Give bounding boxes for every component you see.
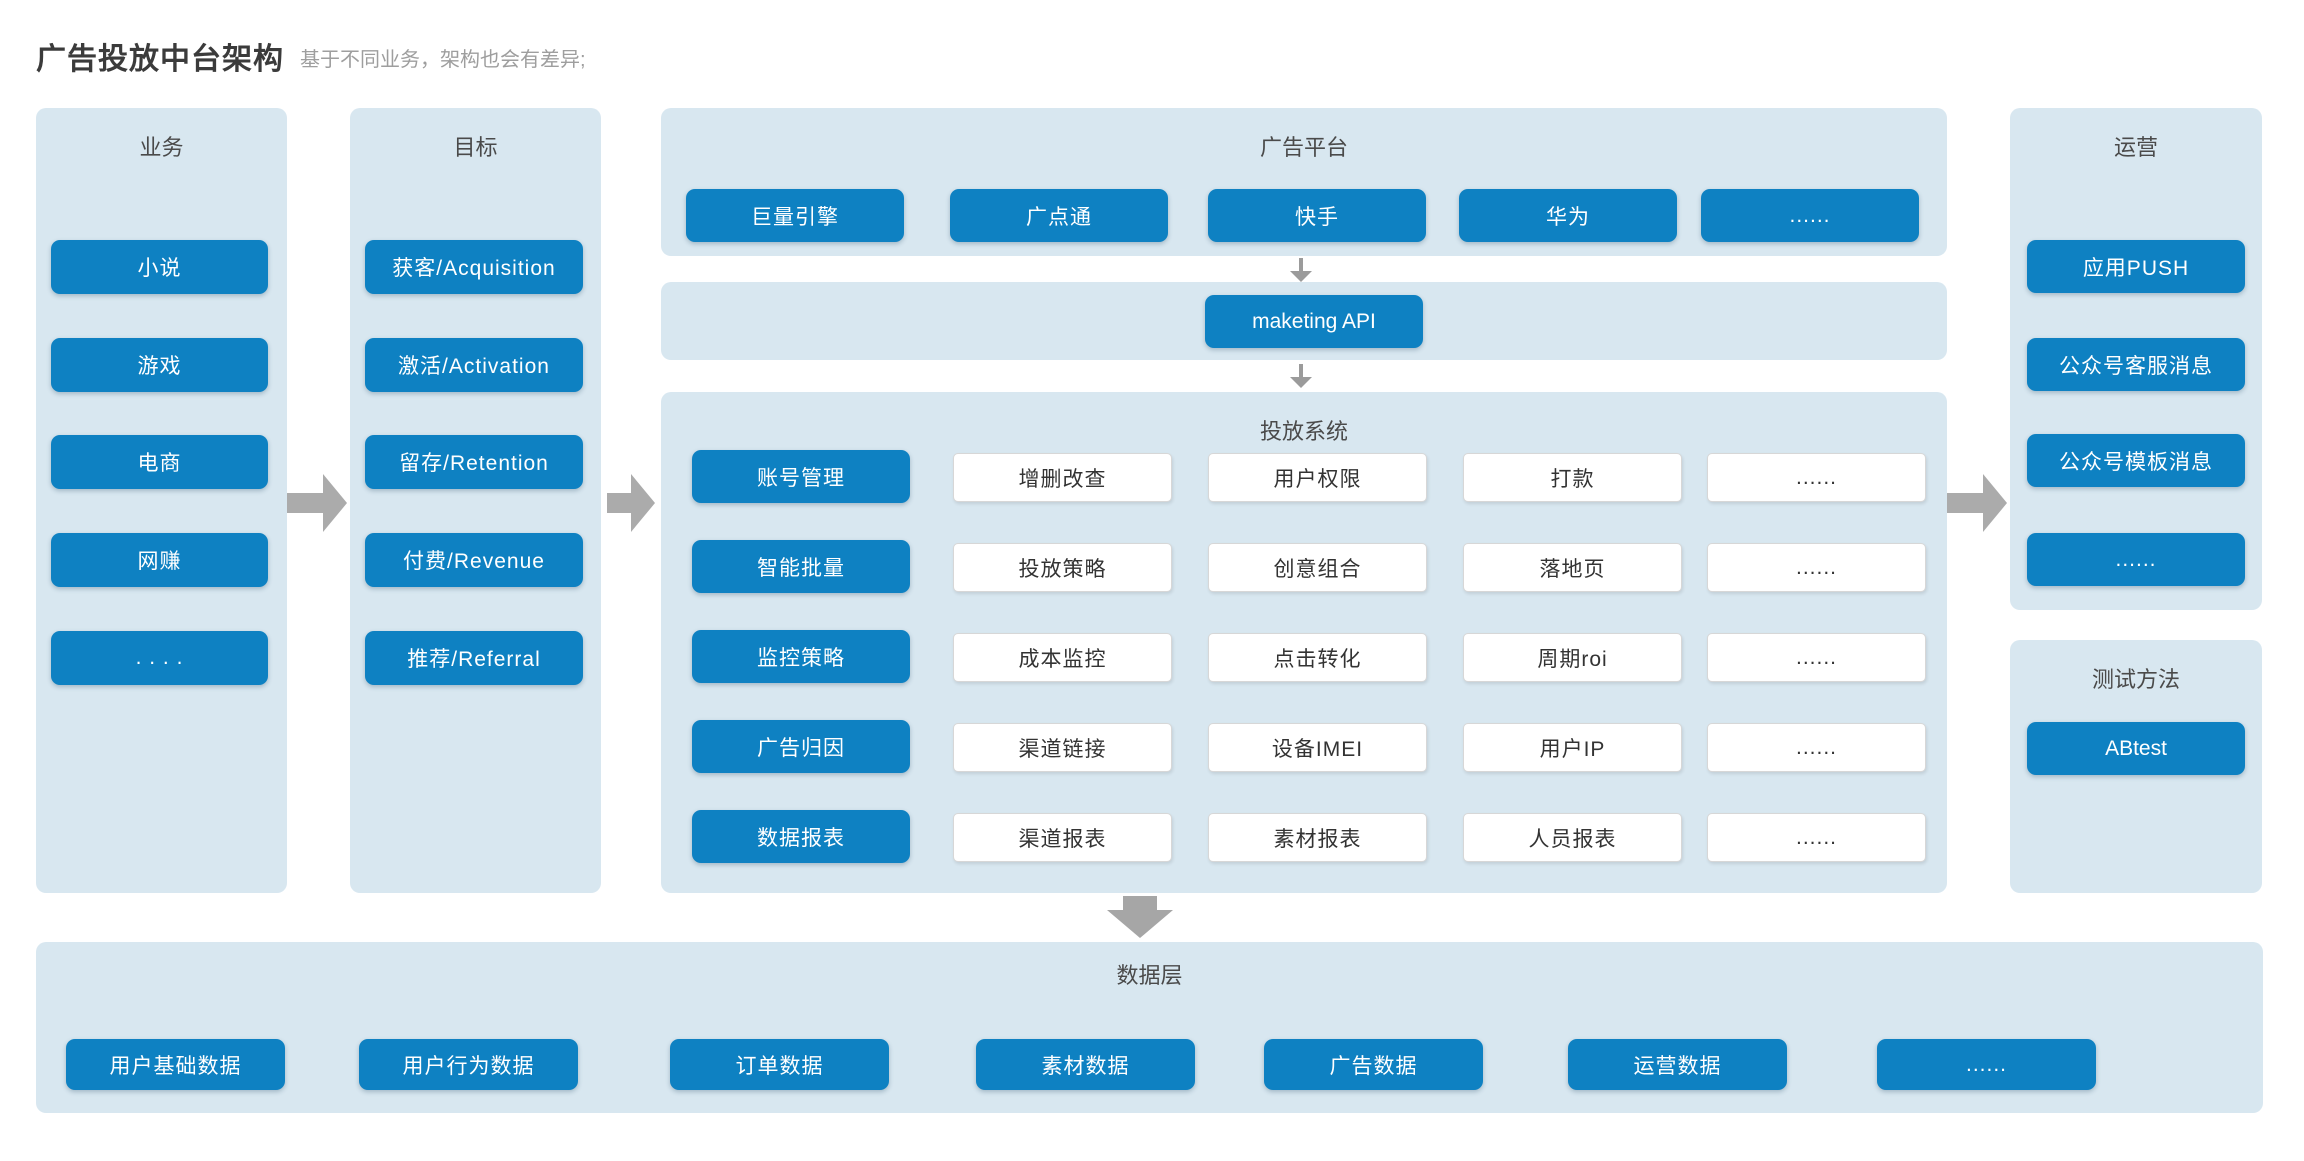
business-node: 网赚 <box>51 533 268 587</box>
delivery-cell: 创意组合 <box>1208 543 1427 592</box>
operations-panel-title: 运营 <box>2113 135 2158 160</box>
delivery-row-header: 监控策略 <box>692 630 910 683</box>
delivery-cell: 素材报表 <box>1208 813 1427 862</box>
goal-panel: 目标 获客/Acquisition 激活/Activation 留存/Reten… <box>350 108 601 893</box>
delivery-cell-more: ...... <box>1707 453 1926 502</box>
business-panel: 业务 小说 游戏 电商 网赚 . . . . <box>36 108 287 893</box>
delivery-cell: 成本监控 <box>953 633 1172 682</box>
flow-arrow-down-large-icon <box>1107 896 1173 938</box>
data-node: 运营数据 <box>1568 1039 1787 1090</box>
delivery-cell-more: ...... <box>1707 543 1926 592</box>
data-node: 广告数据 <box>1264 1039 1483 1090</box>
goal-node: 推荐/Referral <box>365 631 583 685</box>
api-band-panel: maketing API <box>661 282 1947 360</box>
delivery-cell-more: ...... <box>1707 633 1926 682</box>
page-subtitle: 基于不同业务，架构也会有差异; <box>300 49 586 71</box>
data-layer-panel-title: 数据层 <box>1116 963 1183 988</box>
platform-node-more: ...... <box>1701 189 1919 242</box>
operations-node-more: ...... <box>2027 533 2245 586</box>
abtest-node: ABtest <box>2027 722 2245 775</box>
flow-arrow-down-icon <box>1290 364 1312 388</box>
delivery-cell: 用户IP <box>1463 723 1682 772</box>
operations-node: 公众号模板消息 <box>2027 434 2245 487</box>
test-method-panel: 测试方法 ABtest <box>2010 640 2262 893</box>
data-node: 用户行为数据 <box>359 1039 578 1090</box>
data-node-more: ...... <box>1877 1039 2096 1090</box>
data-node: 用户基础数据 <box>66 1039 285 1090</box>
delivery-row-header: 智能批量 <box>692 540 910 593</box>
delivery-cell: 点击转化 <box>1208 633 1427 682</box>
platform-node: 快手 <box>1208 189 1426 242</box>
delivery-cell: 落地页 <box>1463 543 1682 592</box>
platform-node: 巨量引擎 <box>686 189 904 242</box>
delivery-row-header: 数据报表 <box>692 810 910 863</box>
delivery-system-panel-title: 投放系统 <box>1259 419 1348 444</box>
goal-node: 激活/Activation <box>365 338 583 392</box>
delivery-cell: 增删改查 <box>953 453 1172 502</box>
delivery-cell-more: ...... <box>1707 813 1926 862</box>
operations-panel: 运营 应用PUSH 公众号客服消息 公众号模板消息 ...... <box>2010 108 2262 610</box>
goal-panel-title: 目标 <box>453 135 498 160</box>
business-panel-title: 业务 <box>139 135 184 160</box>
delivery-cell-more: ...... <box>1707 723 1926 772</box>
operations-node: 公众号客服消息 <box>2027 338 2245 391</box>
goal-node: 付费/Revenue <box>365 533 583 587</box>
business-node-more: . . . . <box>51 631 268 685</box>
delivery-row-header: 账号管理 <box>692 450 910 503</box>
delivery-cell: 打款 <box>1463 453 1682 502</box>
flow-arrow-right-icon <box>287 474 347 532</box>
test-method-panel-title: 测试方法 <box>2091 667 2180 692</box>
business-node: 电商 <box>51 435 268 489</box>
delivery-cell: 投放策略 <box>953 543 1172 592</box>
goal-node: 获客/Acquisition <box>365 240 583 294</box>
delivery-cell: 用户权限 <box>1208 453 1427 502</box>
ad-platform-panel-title: 广告平台 <box>1259 135 1348 160</box>
data-node: 素材数据 <box>976 1039 1195 1090</box>
data-node: 订单数据 <box>670 1039 889 1090</box>
flow-arrow-right-icon <box>1947 474 2007 532</box>
operations-node: 应用PUSH <box>2027 240 2245 293</box>
ad-platform-panel: 广告平台 巨量引擎 广点通 快手 华为 ...... <box>661 108 1947 256</box>
api-node: maketing API <box>1205 295 1423 348</box>
business-node: 小说 <box>51 240 268 294</box>
delivery-cell: 人员报表 <box>1463 813 1682 862</box>
delivery-system-panel: 投放系统 账号管理 增删改查 用户权限 打款 ...... 智能批量 投放策略 … <box>661 392 1947 893</box>
flow-arrow-right-icon <box>607 474 655 532</box>
delivery-cell: 渠道报表 <box>953 813 1172 862</box>
platform-node: 广点通 <box>950 189 1168 242</box>
page-title: 广告投放中台架构 <box>36 43 284 76</box>
business-node: 游戏 <box>51 338 268 392</box>
delivery-cell: 设备IMEI <box>1208 723 1427 772</box>
delivery-cell: 周期roi <box>1463 633 1682 682</box>
flow-arrow-down-icon <box>1290 258 1312 282</box>
goal-node: 留存/Retention <box>365 435 583 489</box>
delivery-row-header: 广告归因 <box>692 720 910 773</box>
platform-node: 华为 <box>1459 189 1677 242</box>
data-layer-panel: 数据层 用户基础数据 用户行为数据 订单数据 素材数据 广告数据 运营数据 ..… <box>36 942 2263 1113</box>
delivery-cell: 渠道链接 <box>953 723 1172 772</box>
